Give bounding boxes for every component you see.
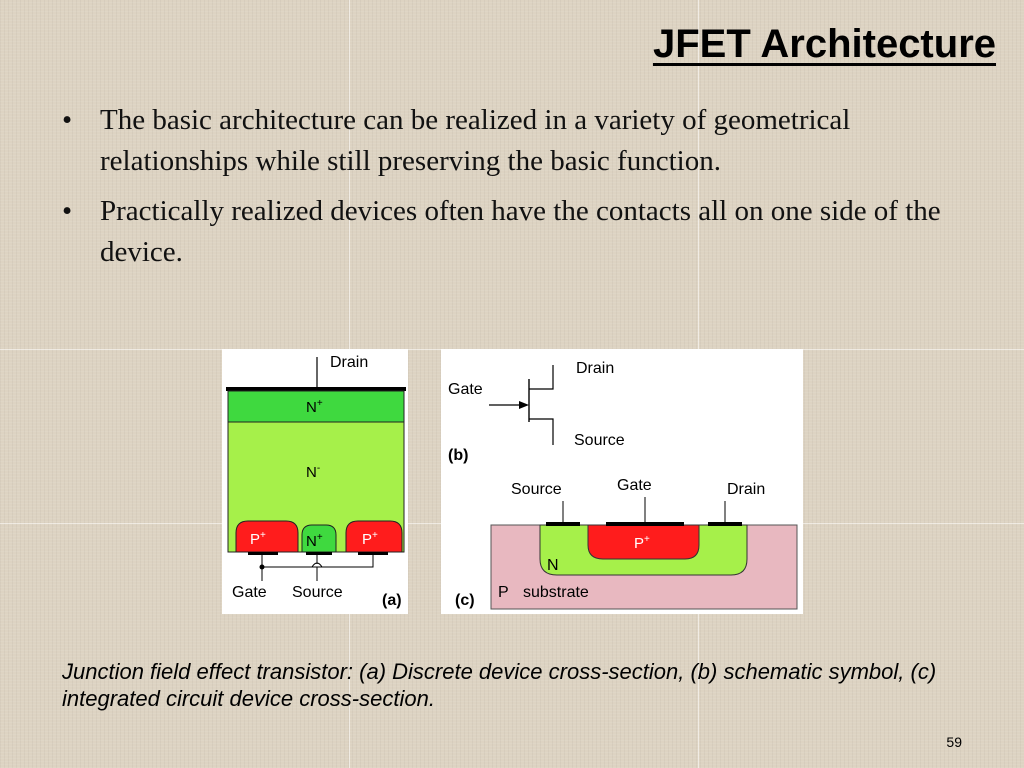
symbol-source-label: Source	[574, 432, 625, 449]
bullet-item: • Practically realized devices often hav…	[60, 191, 960, 273]
figure-c-ic-cross-section: Source Gate Drain P+ N P substrate (c)	[455, 477, 798, 610]
ic-drain-label: Drain	[727, 481, 765, 498]
bullet-list: • The basic architecture can be realized…	[60, 100, 960, 282]
ic-gate-label: Gate	[617, 477, 652, 494]
drain-contact	[226, 387, 406, 391]
p-plus-gate-right	[345, 520, 403, 553]
ic-n-label: N	[547, 557, 559, 574]
source-terminal-line	[529, 418, 554, 445]
slide-title: JFET Architecture	[652, 22, 996, 66]
gate-contact	[606, 522, 684, 526]
bullet-icon: •	[62, 104, 73, 136]
source-label: Source	[292, 584, 343, 601]
p-plus-left-label: P+	[250, 530, 266, 548]
n-minus-label: N-	[306, 463, 320, 481]
gate-wiring	[261, 555, 374, 568]
bullet-text: Practically realized devices often have …	[100, 195, 941, 268]
bullet-item: • The basic architecture can be realized…	[60, 100, 960, 182]
drain-label: Drain	[330, 354, 368, 371]
gate-contact-left	[248, 552, 278, 555]
gate-label: Gate	[232, 584, 267, 601]
p-plus-gate-left	[235, 520, 299, 553]
figure-a-svg: Drain N+ N- P+ N+ P+ Gate Source (a)	[226, 354, 406, 609]
page-number: 59	[946, 734, 962, 750]
n-plus-layer	[227, 390, 405, 423]
symbol-drain-label: Drain	[576, 360, 614, 377]
figure-caption: Junction field effect transistor: (a) Di…	[62, 659, 937, 711]
ic-substrate-label: substrate	[523, 584, 589, 601]
wire-crossover	[311, 562, 323, 568]
source-contact	[546, 522, 580, 526]
figure-c-tag: (c)	[455, 592, 475, 609]
gate-contact-right	[358, 552, 388, 555]
figure-b-schematic-symbol: Gate Drain Source (b)	[448, 360, 625, 464]
drain-contact	[708, 522, 742, 526]
figure-a-tag: (a)	[382, 592, 402, 609]
drain-terminal-line	[529, 365, 554, 390]
ic-p-plus-label: P+	[634, 534, 650, 552]
ic-p-label: P	[498, 584, 509, 601]
gate-arrow-icon	[519, 401, 529, 409]
p-plus-gate-region	[587, 524, 700, 560]
source-contact	[306, 552, 332, 555]
figure-bc-panel: Gate Drain Source (b) Source Gate Drain …	[441, 349, 803, 614]
bullet-icon: •	[62, 195, 73, 227]
ic-source-label: Source	[511, 481, 562, 498]
symbol-gate-label: Gate	[448, 381, 483, 398]
figure-b-tag: (b)	[448, 447, 468, 464]
figure-a-discrete-cross-section: Drain N+ N- P+ N+ P+ Gate Source (a)	[222, 349, 408, 614]
n-plus-source-region	[301, 524, 337, 553]
figure-bc-svg: Gate Drain Source (b) Source Gate Drain …	[448, 360, 798, 610]
n-plus-center-label: N+	[306, 532, 323, 550]
bullet-text: The basic architecture can be realized i…	[100, 104, 851, 177]
p-plus-right-label: P+	[362, 530, 378, 548]
n-plus-label: N+	[306, 398, 323, 416]
